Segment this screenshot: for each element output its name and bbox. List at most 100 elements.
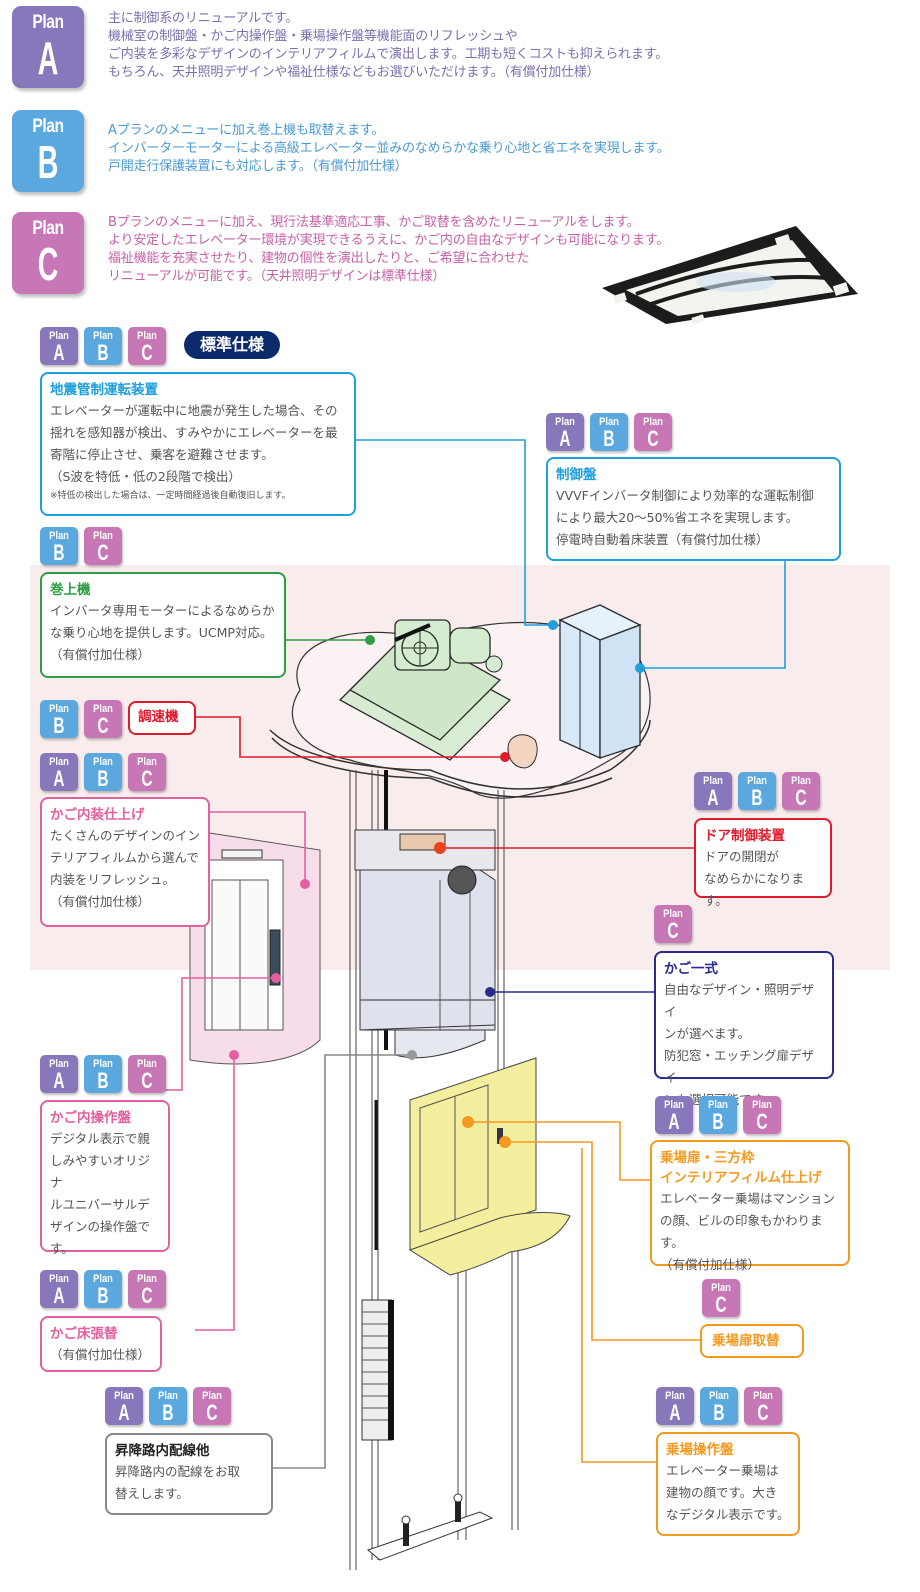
callout-car-interior: かご内装仕上げ たくさんのデザインのイン テリアフィルムから選んで 内装をリフレ…: [40, 797, 210, 927]
control-panel-marker: [635, 663, 645, 673]
callout-door-control: ドア制御装置 ドアの開閉が なめらかになります。: [694, 818, 832, 908]
car-panel-marker: [271, 973, 281, 983]
plan-word: Plan: [49, 530, 69, 542]
callout-line: エレベーター乗場は: [666, 1463, 779, 1478]
callout-line: （有償付加仕様）: [50, 894, 151, 909]
callout-line: ルユニバーサルデ: [50, 1197, 150, 1212]
callout-title: 地震管制運転装置: [50, 382, 158, 398]
plan-letter: A: [118, 1400, 130, 1425]
plan-word: Plan: [791, 775, 811, 787]
plan-word: Plan: [711, 1282, 731, 1294]
plan-word: Plan: [49, 330, 69, 342]
car-interior-illustration: [189, 829, 321, 1065]
hoist-machine-illustration: [338, 619, 512, 761]
plan-word: Plan: [32, 116, 64, 137]
plan-b-description: Aプランのメニューに加え巻上機も取替えます。 インバーターモーターによる高級エレ…: [108, 122, 670, 176]
plan-word: Plan: [753, 1390, 773, 1402]
plan-word: Plan: [93, 703, 113, 715]
plan-word: Plan: [709, 1390, 729, 1402]
callout-title: かご内操作盤: [50, 1110, 131, 1126]
plan-word: Plan: [703, 775, 723, 787]
plan-word: Plan: [49, 703, 69, 715]
callout-line: たくさんのデザインのイン: [50, 828, 201, 843]
plan-word: Plan: [93, 1273, 113, 1285]
plan-a-description: 主に制御系のリニューアルです。 機械室の制御盤・かご内操作盤・乗場操作盤等機能面…: [108, 10, 668, 82]
callout-line: （有償付加仕様）: [660, 1257, 761, 1272]
callout-line: 停電時自動着床装置（有償付加仕様）: [556, 532, 769, 547]
governor-illustration: [507, 734, 538, 769]
callout-governor: 調速機: [128, 701, 196, 735]
plan-letter: C: [141, 1068, 153, 1093]
counterweight-illustration: [361, 1299, 394, 1441]
callout-hall-door-replace: 乗場扉取替: [700, 1324, 804, 1358]
governor-marker: [500, 752, 510, 762]
plan-word: Plan: [137, 330, 157, 342]
callout-title: 調速機: [138, 709, 179, 725]
callout-hall-door-frame: 乗場扉・三方枠 インテリアフィルム仕上げ エレベーター乗場はマンション の顔、ビ…: [650, 1140, 850, 1272]
elevator-car-illustration: [354, 829, 496, 1059]
car-interior-marker: [300, 879, 310, 889]
callout-title: 乗場操作盤: [666, 1442, 734, 1458]
plan-word: Plan: [93, 530, 113, 542]
door-control-marker: [434, 842, 446, 854]
plan-a-badge: Plan A: [12, 6, 84, 88]
plan-word: Plan: [49, 756, 69, 768]
plan-letter: C: [715, 1292, 727, 1317]
car-set-marker: [485, 987, 495, 997]
callout-title: かご床張替: [50, 1326, 118, 1342]
plan-letter: B: [751, 785, 763, 810]
plan-letter: C: [97, 713, 109, 738]
callout-line: インバータ専用モーターによるなめらか: [50, 603, 275, 618]
callout-line: エレベーター乗場はマンション: [660, 1191, 836, 1206]
plan-letter: B: [97, 1068, 109, 1093]
plan-letter: A: [37, 32, 59, 84]
landing-illustration: [408, 1057, 571, 1276]
callout-title: インテリアフィルム仕上げ: [660, 1170, 822, 1186]
callout-line: 防犯窓・エッチング扉デザイ: [664, 1048, 815, 1085]
plan-word: Plan: [708, 1099, 728, 1111]
plan-letter: B: [53, 540, 65, 565]
plan-a-line: 機械室の制御盤・かご内操作盤・乗場操作盤等機能面のリフレッシュや: [108, 29, 518, 44]
callout-line: エレベーターが運転中に地震が発生した場合、その: [50, 403, 338, 418]
plan-letter: C: [141, 766, 153, 791]
plan-letter: A: [53, 340, 65, 365]
plan-letter: A: [668, 1109, 680, 1134]
callout-line: （S波を特低・低の2段階で検出）: [50, 469, 241, 484]
plan-word: Plan: [114, 1390, 134, 1402]
plan-word: Plan: [665, 1390, 685, 1402]
callout-line: の顔、ビルの印象もかわります。: [660, 1213, 823, 1250]
callout-title: かご一式: [664, 961, 718, 977]
plan-letter: A: [53, 766, 65, 791]
car-floor-marker: [229, 1050, 239, 1060]
pit-buffers: [366, 1493, 494, 1561]
plan-word: Plan: [93, 1058, 113, 1070]
plan-a-line: ご内装を多彩なデザインのインテリアフィルムで演出します。工期も短くコストも抑えら…: [108, 47, 669, 62]
callout-title: 乗場扉・三方枠: [660, 1150, 755, 1166]
plan-letter: B: [37, 136, 59, 188]
plan-word: Plan: [664, 1099, 684, 1111]
plan-word: Plan: [747, 775, 767, 787]
control-panel-marker: [548, 620, 558, 630]
plan-word: Plan: [158, 1390, 178, 1402]
callout-line: 寄階に停止させ、乗客を避難させます。: [50, 447, 274, 462]
